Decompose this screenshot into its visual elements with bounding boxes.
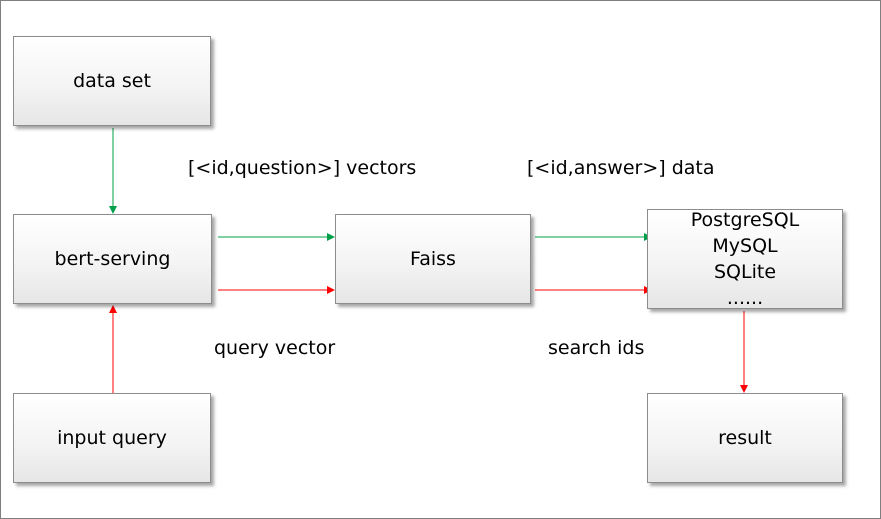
input-query-node: input query (13, 393, 211, 483)
question-vectors-label: [<id,question>] vectors (188, 157, 417, 179)
dataset-node: data set (13, 36, 211, 126)
bert-serving-node: bert-serving (13, 214, 212, 304)
database-node: PostgreSQL MySQL SQLite ...... (647, 209, 843, 309)
dataset-label: data set (73, 70, 151, 92)
query-vector-label: query vector (214, 337, 336, 359)
search-ids-label: search ids (548, 337, 645, 359)
db-mysql-label: MySQL (712, 235, 778, 257)
db-more-label: ...... (726, 287, 764, 309)
input-query-label: input query (57, 427, 167, 449)
faiss-label: Faiss (410, 248, 456, 270)
db-postgresql-label: PostgreSQL (690, 209, 800, 231)
bert-serving-label: bert-serving (54, 248, 171, 270)
faiss-node: Faiss (335, 214, 531, 304)
result-label: result (718, 427, 772, 449)
answer-data-label: [<id,answer>] data (527, 157, 715, 179)
result-node: result (647, 393, 843, 483)
db-sqlite-label: SQLite (713, 261, 777, 283)
